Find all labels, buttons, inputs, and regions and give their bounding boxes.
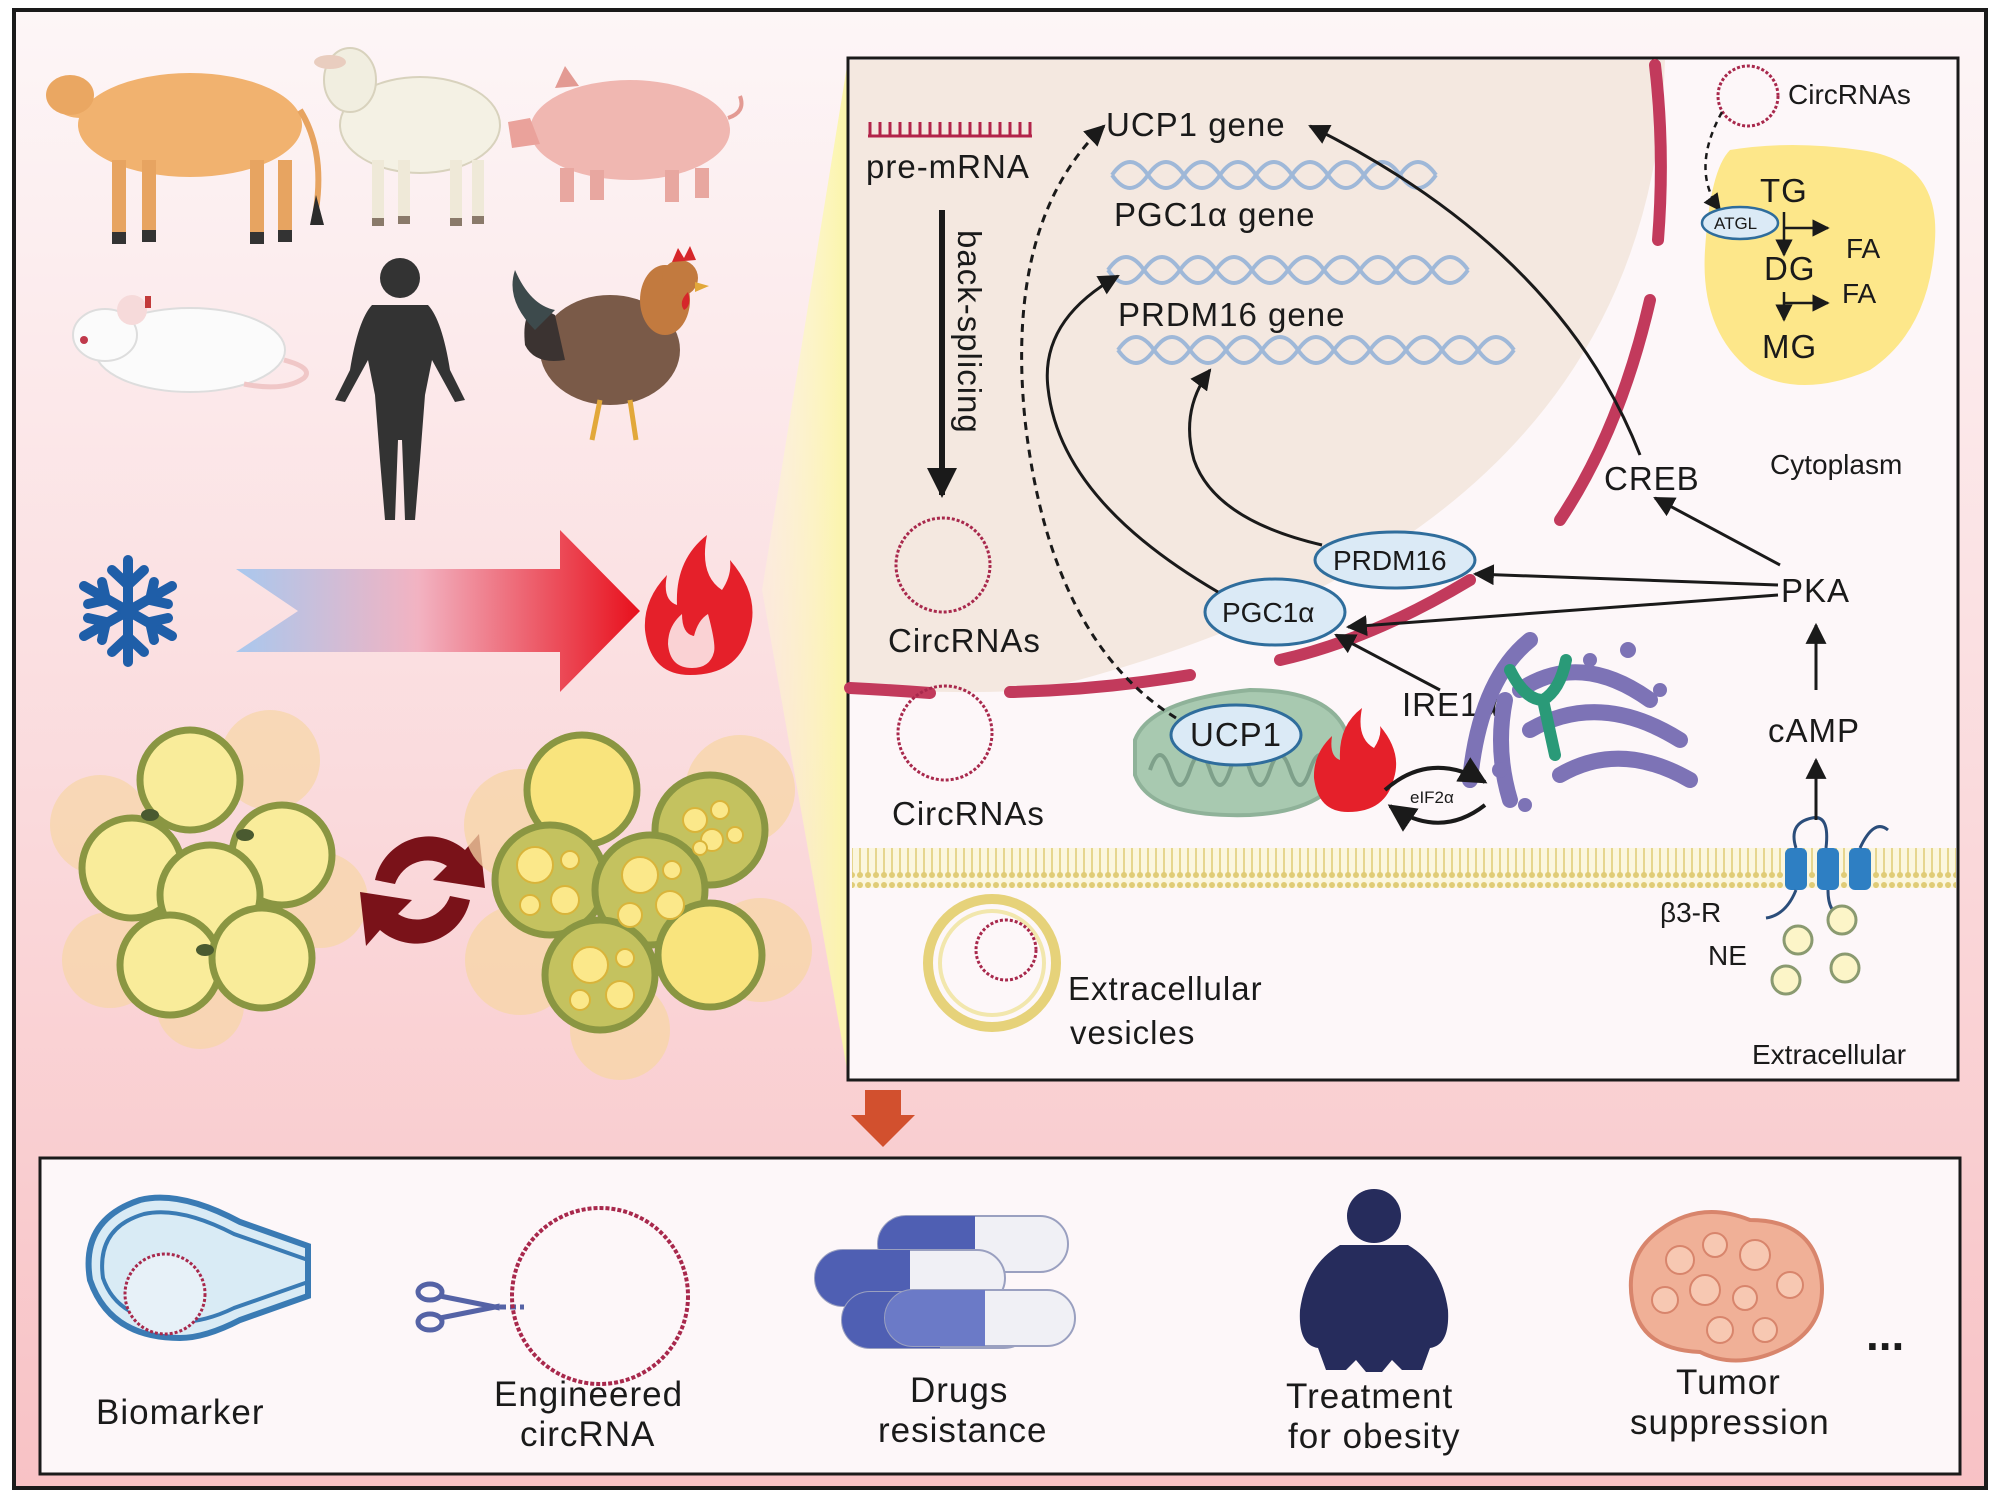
pka-to-pgc1a-arrow [1345, 593, 1779, 637]
cold-to-warm-arrow [236, 530, 640, 692]
app-label-treatment-line2: for obesity [1288, 1417, 1460, 1456]
eif2a-label: eIF2α [1410, 788, 1454, 807]
ev-label-line2: vesicles [1070, 1014, 1195, 1051]
down-arrow-icon [851, 1090, 915, 1147]
engineered-circrna-icon [510, 1206, 690, 1386]
pre-mrna-icon [868, 122, 1032, 138]
app-label-engineered-line1: Engineered [494, 1375, 683, 1414]
vesicle-inner-ring [938, 909, 1046, 1017]
dg-label: DG [1764, 250, 1816, 287]
prdm16-gene-dna-upper [1106, 255, 1470, 285]
mitochondrion-cristae [1148, 753, 1352, 787]
ne-label: NE [1708, 940, 1747, 971]
vesicle-dots [1492, 642, 1667, 812]
scissors-icon [415, 1281, 524, 1333]
pgc1a-to-prdm16-gene-arrow [1045, 274, 1219, 594]
pgc1a-gene-label: PGC1α gene [1114, 196, 1316, 233]
circrnas-lipid-label: CircRNAs [1788, 79, 1911, 110]
plasma-membrane [852, 848, 1956, 888]
biomarker-icon [85, 1194, 311, 1342]
browning-cycle-icon [360, 834, 485, 946]
fa2-label: FA [1842, 278, 1877, 309]
pka-to-creb-arrow [1653, 496, 1781, 567]
app-label-drugs-line1: Drugs [910, 1371, 1008, 1410]
ev-label-line1: Extracellular [1068, 970, 1263, 1007]
snowflake-icon [79, 555, 177, 667]
prdm16-gene-dna-lower [1116, 335, 1516, 365]
eif2a-cycle-lower [1387, 803, 1487, 832]
ne-molecules [1770, 904, 1861, 996]
ire1a-to-pgc1a-arrow [1334, 633, 1441, 692]
ucp1-oval [1169, 703, 1303, 767]
cytoplasm-label: Cytoplasm [1770, 449, 1902, 480]
prdm16-protein-label: PRDM16 [1333, 545, 1447, 576]
nucleus [850, 60, 1665, 693]
mouse-icon [72, 295, 309, 393]
circrna-nuclear-icon [894, 516, 992, 614]
circrnas-nuclear-label: CircRNAs [888, 622, 1041, 659]
prdm16-gene-label: PRDM16 gene [1118, 296, 1345, 333]
rooster-icon [512, 246, 709, 441]
app-label-engineered-line2: circRNA [520, 1415, 655, 1454]
ucp1-protein-label: UCP1 [1190, 716, 1282, 753]
tg-label: TG [1760, 172, 1808, 209]
lipid-droplet [1704, 145, 1936, 385]
pgc1a-protein-label: PGC1α [1222, 597, 1314, 628]
extracellular-label: Extracellular [1752, 1039, 1906, 1070]
app-label-treatment-line1: Treatment [1286, 1377, 1453, 1416]
pre-mrna-label: pre-mRNA [866, 148, 1030, 185]
b3r-label: β3-R [1660, 897, 1721, 928]
app-label-biomarker: Biomarker [96, 1393, 264, 1432]
atgl-oval [1700, 205, 1780, 241]
circrnas-cyto-label: CircRNAs [892, 795, 1045, 832]
app-label-tumor-line1: Tumor [1676, 1363, 1781, 1402]
pka-label: PKA [1781, 572, 1850, 609]
circrna-to-atgl-arrow [1703, 111, 1724, 212]
ucp1-to-gene-dashed-arrow [1020, 124, 1177, 720]
fa1-label: FA [1846, 233, 1881, 264]
capsules-icon [814, 1215, 1076, 1349]
back-splicing-label: back-splicing [951, 230, 988, 434]
pgc1a-gene-dna [1110, 160, 1438, 190]
lamb-icon [314, 47, 501, 226]
creb-to-ucp1-gene-arrow [1308, 124, 1642, 456]
extracellular-vesicle-icon [923, 894, 1061, 1032]
pgc1a-oval [1203, 577, 1347, 647]
er-golgi [1462, 632, 1698, 808]
flame-icon [644, 535, 753, 675]
mito-flame-icon [1313, 708, 1397, 812]
atgl-label: ATGL [1714, 214, 1757, 233]
mg-label: MG [1762, 328, 1817, 365]
zoom-beam [762, 60, 848, 1075]
ucp1-gene-label: UCP1 gene [1106, 106, 1286, 143]
app-label-drugs-line2: resistance [878, 1411, 1048, 1450]
prdm16-to-gene-arrow [1188, 368, 1323, 547]
creb-label: CREB [1604, 460, 1700, 497]
obesity-silhouette-icon [1299, 1189, 1449, 1372]
more-ellipsis: ... [1866, 1308, 1904, 1360]
camp-label: cAMP [1768, 712, 1860, 749]
white-adipocyte-cluster [50, 710, 368, 1049]
ire1a-receptor-icon [1504, 654, 1572, 761]
circrna-lipid-icon [1716, 64, 1780, 128]
circrna-cyto-icon [896, 684, 994, 782]
nuclear-envelope [844, 59, 1667, 699]
pka-to-prdm16-arrow [1472, 564, 1779, 587]
app-label-tumor-line2: suppression [1630, 1403, 1830, 1442]
pig-icon [508, 66, 744, 202]
vesicle-circrna-icon [974, 918, 1038, 982]
tumor-icon [1628, 1210, 1824, 1363]
eif2a-cycle-upper [1383, 757, 1488, 792]
prdm16-oval [1313, 530, 1477, 590]
beige-adipocyte-cluster [464, 731, 812, 1080]
human-silhouette-icon [335, 258, 465, 520]
cow-icon [46, 73, 324, 244]
